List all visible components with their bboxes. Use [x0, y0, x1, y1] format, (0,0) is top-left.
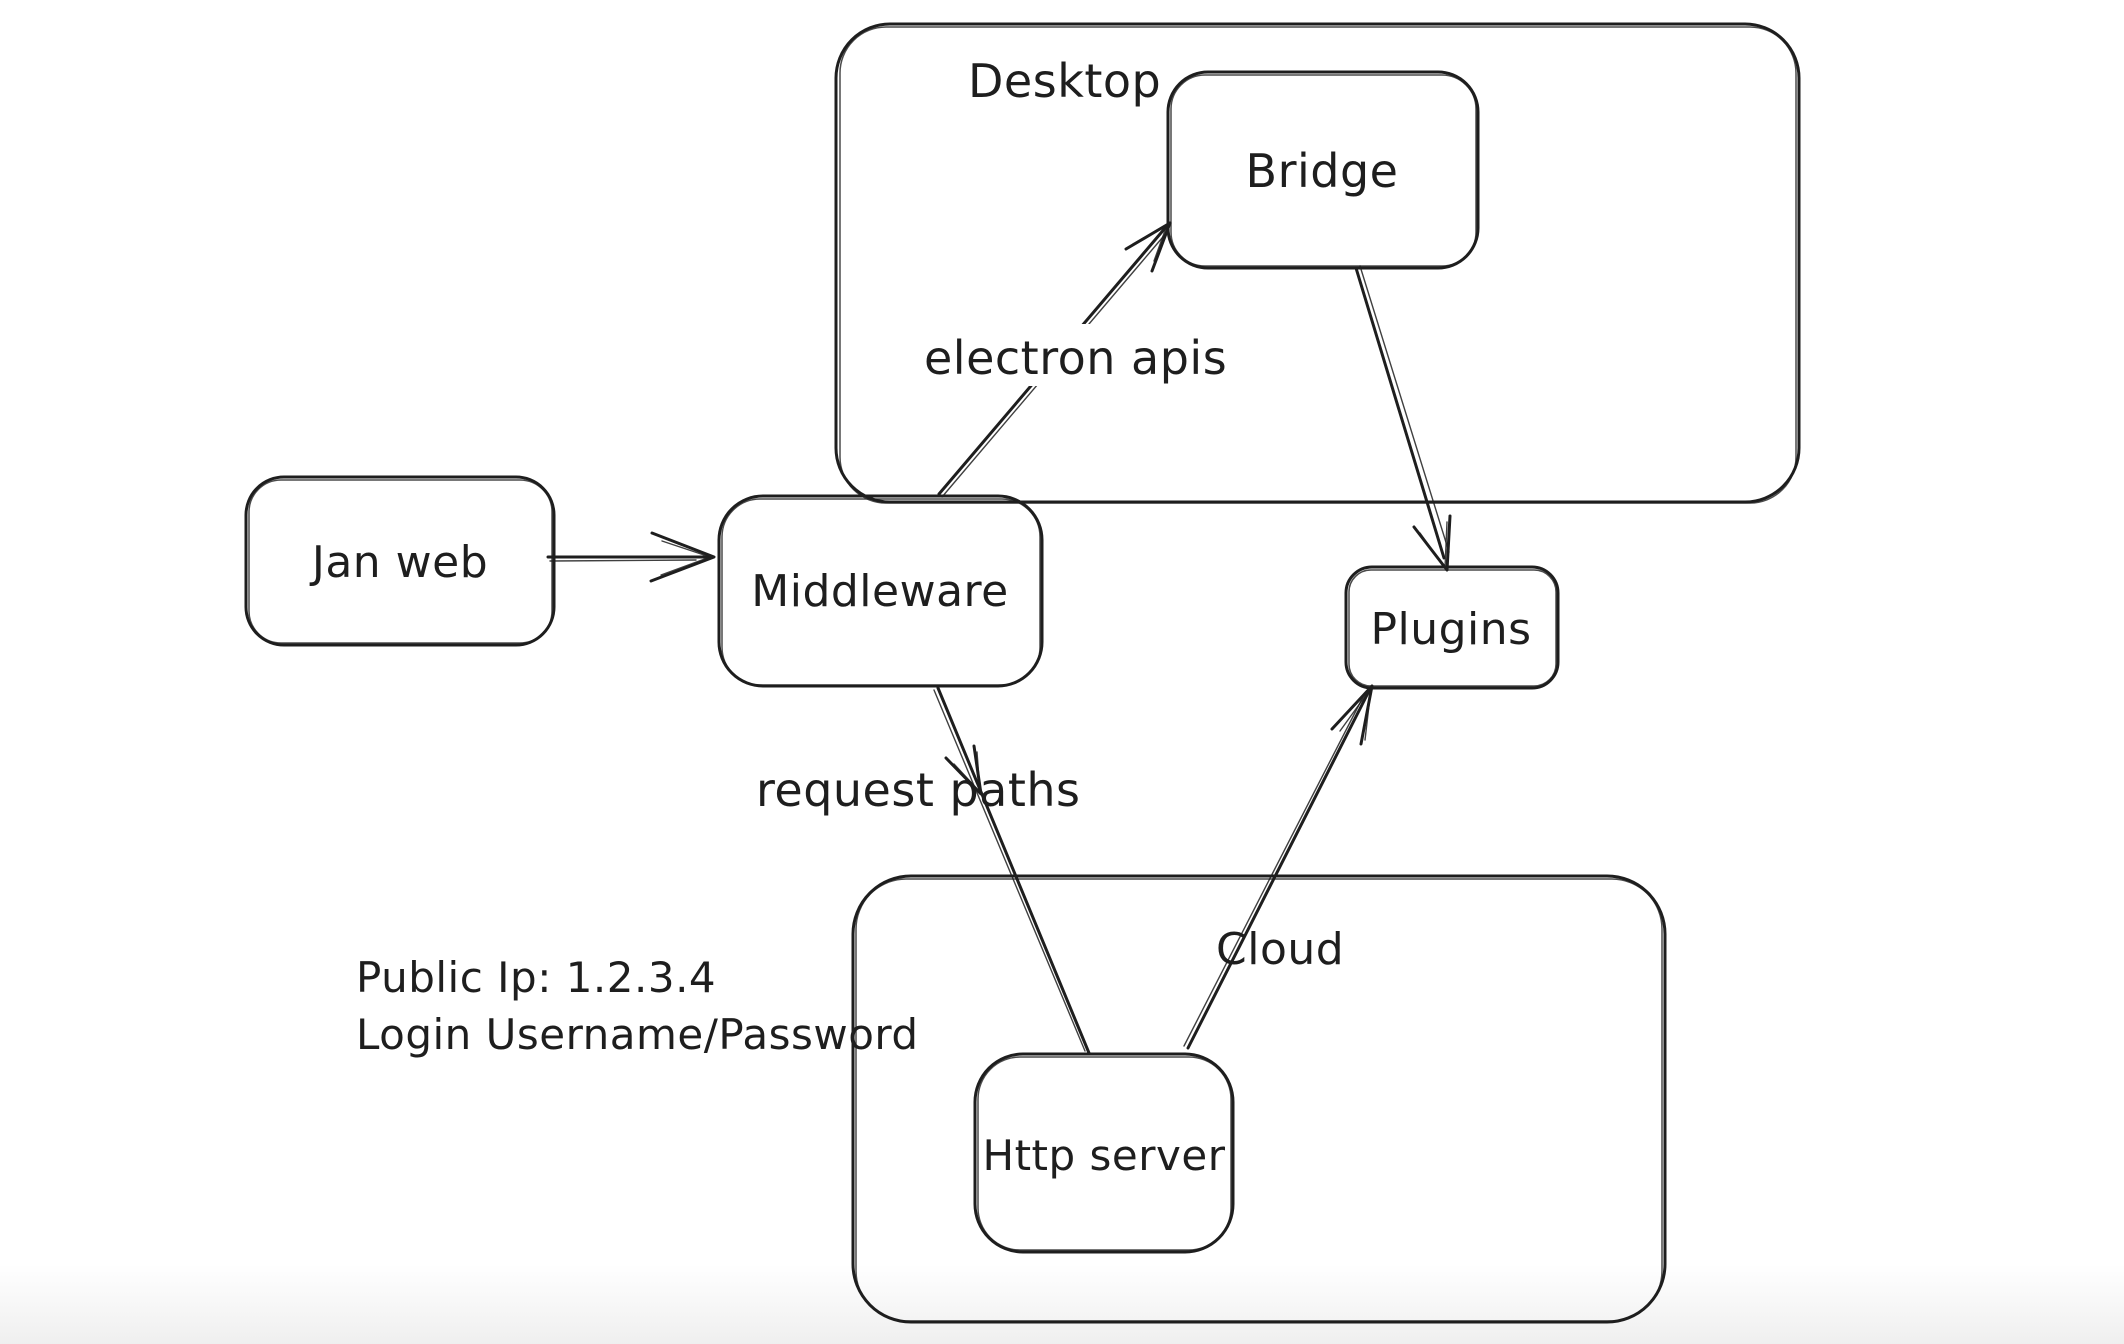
arrow-shaft — [1354, 266, 1446, 560]
http-server-box — [973, 1052, 1235, 1254]
edge-bridge-to-plugins — [1354, 265, 1452, 572]
arrowhead-sketch-stroke — [1419, 521, 1448, 569]
edge-label-electron-apis: electron apis — [924, 331, 1227, 385]
http-server-label: Http server — [983, 1131, 1226, 1180]
edge-label-request-paths: request paths — [756, 763, 1081, 817]
node-http-server: Http server — [973, 1052, 1235, 1254]
http-server-box-sketch-stroke — [977, 1056, 1232, 1251]
cloud-box-sketch-stroke — [855, 878, 1663, 1322]
arrowhead-sketch-stroke — [660, 540, 711, 576]
node-middleware: Middleware — [717, 494, 1044, 688]
edge-http-server-to-plugins — [1183, 684, 1374, 1050]
bridge-box-sketch-stroke — [1170, 74, 1477, 267]
node-bridge: Bridge — [1166, 70, 1480, 270]
node-jan-web: Jan web — [244, 475, 556, 647]
middleware-label: Middleware — [751, 566, 1008, 617]
edge-label-background — [916, 324, 1194, 386]
container-desktop: Desktop — [834, 22, 1801, 504]
bridge-label: Bridge — [1246, 144, 1399, 198]
arrow-shaft-sketch-stroke — [549, 559, 697, 562]
edge-middleware-to-http-server: request paths — [756, 686, 1091, 1055]
arrowhead-icon — [649, 531, 716, 583]
plugins-box-sketch-stroke — [1348, 569, 1557, 687]
cloud-box — [851, 874, 1667, 1324]
node-plugins: Plugins — [1344, 565, 1560, 690]
middleware-box-sketch-stroke — [721, 498, 1041, 686]
arrowhead-icon — [944, 744, 983, 796]
arrow-shaft-sketch-stroke — [1183, 696, 1364, 1047]
cloud-label: Cloud — [1216, 924, 1344, 975]
edge-middleware-to-bridge: electron apis — [916, 221, 1227, 498]
jan-web-box-sketch-stroke — [248, 479, 553, 644]
desktop-box-sketch-stroke — [839, 26, 1797, 504]
arrow-shaft — [1186, 689, 1371, 1050]
container-cloud: Cloud — [851, 874, 1667, 1324]
arrow-shaft-sketch-stroke — [1359, 265, 1450, 553]
arrow-shaft — [936, 686, 1091, 1055]
arrow-shaft-sketch-stroke — [933, 689, 1086, 1052]
desktop-label: Desktop — [968, 54, 1161, 108]
desktop-box — [834, 22, 1801, 504]
jan-web-box — [244, 475, 556, 647]
annotation-login-credentials: Login Username/Password — [356, 1010, 919, 1059]
middleware-box — [717, 494, 1044, 688]
plugins-label: Plugins — [1370, 604, 1531, 655]
annotation-public-ip: Public Ip: 1.2.3.4 — [356, 953, 716, 1002]
bridge-box — [1166, 70, 1480, 270]
plugins-box — [1344, 565, 1560, 690]
arrowhead-sketch-stroke — [953, 751, 981, 793]
jan-web-label: Jan web — [309, 537, 488, 588]
edge-jan-web-to-middleware — [546, 531, 716, 583]
